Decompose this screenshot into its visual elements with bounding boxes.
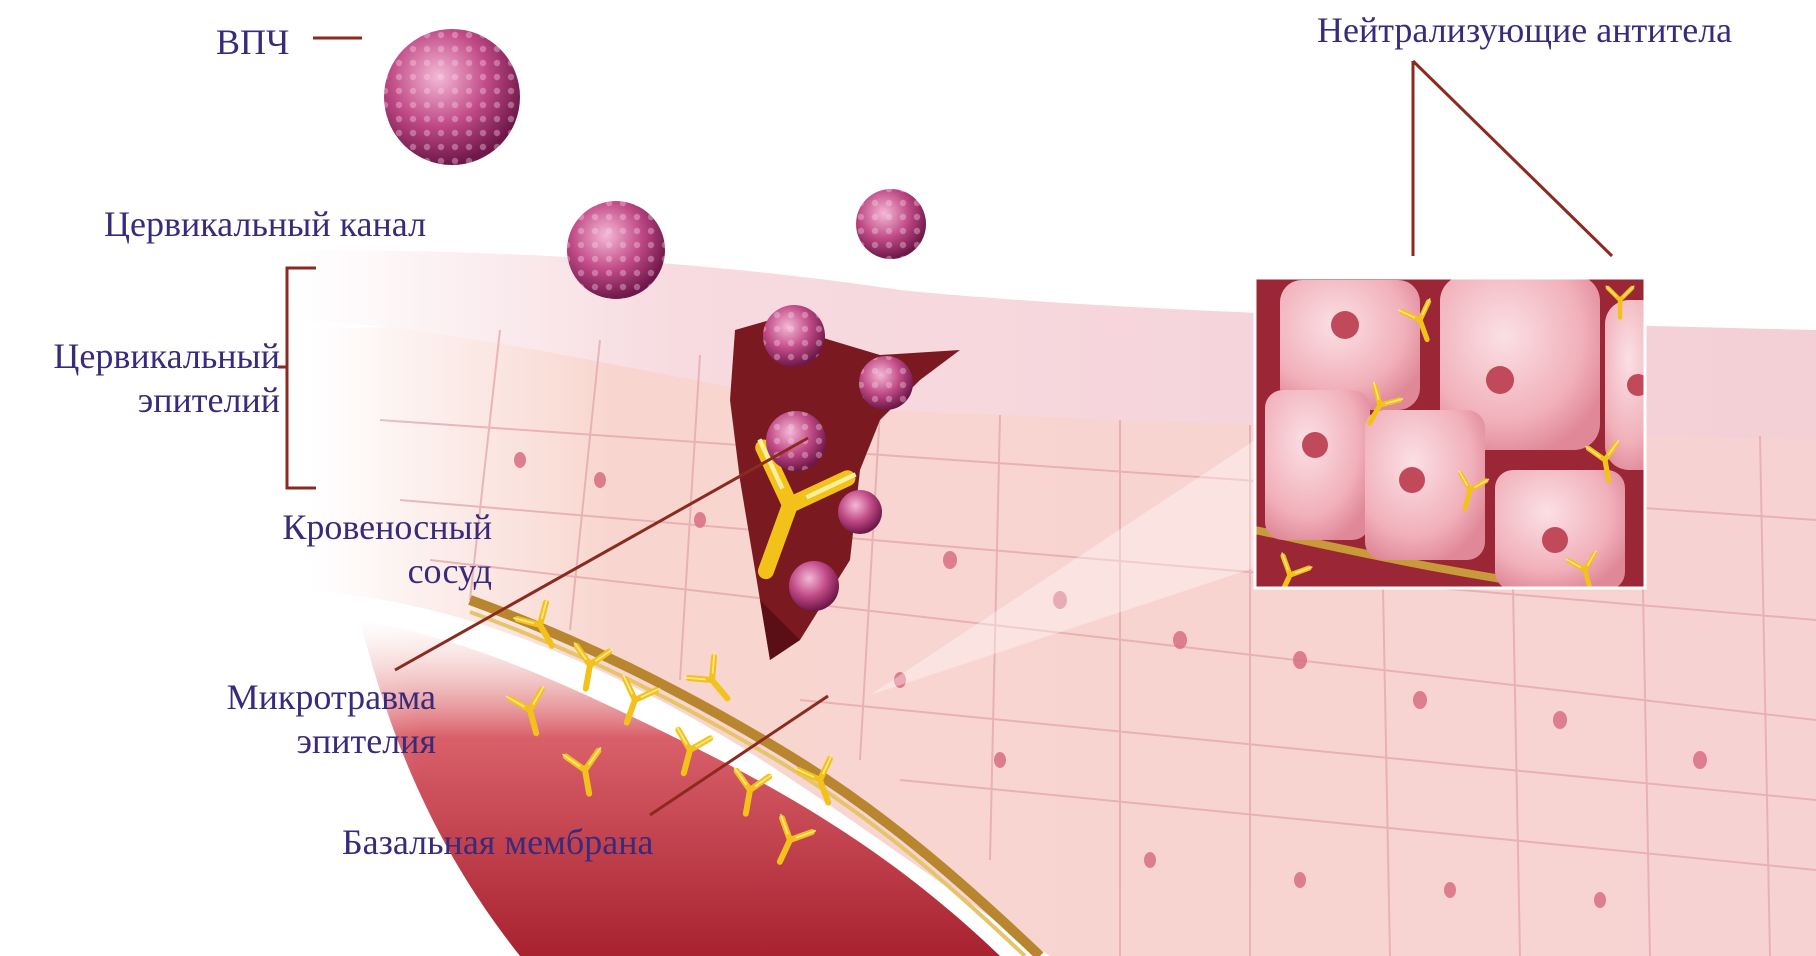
hpv-virus [567,201,665,299]
label-microtrauma: Микротравма эпителия [150,675,436,763]
label-cervical-epithelium-line2: эпителий [0,378,280,422]
hpv-virus [856,189,926,259]
hpv-virus [763,305,825,367]
label-blood-vessel: Кровеносный сосуд [200,505,492,593]
label-basal-membrane: Базальная мембрана [342,820,653,864]
label-cervical-epithelium-line1: Цервикальный [0,334,280,378]
hpv-virus [859,356,913,410]
label-cervical-canal: Цервикальный канал [104,202,426,246]
label-microtrauma-line1: Микротравма [150,675,436,719]
label-neutralizing-antibodies: Нейтрализующие антитела [1317,8,1732,52]
hpv-virus [789,561,839,611]
hpv-virus [766,411,826,471]
label-microtrauma-line2: эпителия [150,719,436,763]
hpv-virus [384,29,520,165]
label-cervical-epithelium: Цервикальный эпителий [0,334,280,422]
label-blood-vessel-line1: Кровеносный [200,505,492,549]
label-hpv: ВПЧ [216,20,289,64]
label-blood-vessel-line2: сосуд [200,549,492,593]
antibody-zoom-inset [1255,275,1665,601]
hpv-virus [838,490,882,534]
